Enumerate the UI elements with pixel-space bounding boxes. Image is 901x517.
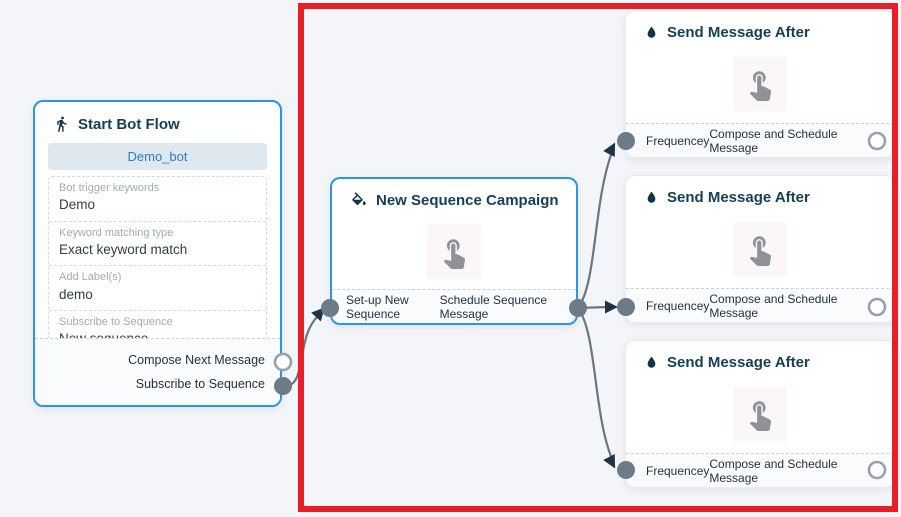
wire-sequence-to-message-3 [577, 307, 614, 460]
output-label-compose-and-schedule: Compose and Schedule Message [709, 456, 838, 485]
wire-start-to-sequence [282, 315, 319, 388]
arrowhead [603, 142, 616, 158]
node-header: Send Message After [626, 176, 894, 206]
output-label-schedule-sequence-message: Schedule Sequence Message [439, 292, 548, 321]
water-droplet-icon [647, 26, 656, 38]
tap-hand-icon [749, 401, 771, 431]
node-header: Start Bot Flow [35, 102, 280, 133]
arrowhead [605, 300, 618, 314]
node-header: New Sequence Campaign [332, 179, 576, 209]
output-label-subscribe-to-sequence: Subscribe to Sequence [135, 377, 265, 391]
node-title: Send Message After [667, 24, 810, 41]
arrowhead [603, 453, 616, 469]
message-node-footer: Frequencey Compose and Schedule Message [626, 453, 894, 487]
walking-person-icon [57, 116, 67, 132]
field-value: demo [59, 286, 93, 302]
tap-hand-icon[interactable] [733, 222, 787, 276]
field-label: Keyword matching type [59, 226, 174, 239]
tap-hand-icon [443, 239, 465, 269]
field-bot-trigger-keywords[interactable]: Bot trigger keywords Demo [49, 177, 266, 222]
start-node-footer: Compose Next Message Subscribe to Sequen… [35, 338, 280, 405]
field-label: Subscribe to Sequence [59, 315, 173, 328]
message-node-footer: Frequencey Compose and Schedule Message [626, 288, 894, 322]
field-keyword-matching-type[interactable]: Keyword matching type Exact keyword matc… [49, 222, 266, 267]
node-header: Send Message After [626, 11, 894, 41]
node-title: Send Message After [667, 189, 810, 206]
tap-hand-icon[interactable] [733, 387, 787, 441]
input-label-frequency: Frequencey [646, 133, 710, 148]
send-message-after-node[interactable]: Send Message After Frequencey Compose an… [625, 10, 895, 158]
input-label-frequency: Frequencey [646, 298, 710, 313]
start-node-fields: Bot trigger keywords Demo Keyword matchi… [48, 176, 267, 356]
send-message-after-node[interactable]: Send Message After Frequencey Compose an… [625, 175, 895, 323]
tap-hand-icon[interactable] [733, 57, 787, 111]
paint-bucket-icon [352, 192, 366, 205]
water-droplet-icon [647, 191, 656, 203]
output-label-compose-and-schedule: Compose and Schedule Message [709, 291, 838, 320]
sequence-node-footer: Set-up New Sequence Schedule Sequence Me… [332, 289, 576, 323]
field-add-labels[interactable]: Add Label(s) demo [49, 266, 266, 311]
node-title: Send Message After [667, 354, 810, 371]
node-title: New Sequence Campaign [376, 192, 559, 209]
wire-sequence-to-message-2 [577, 305, 609, 310]
water-droplet-icon [647, 356, 656, 368]
input-label-frequency: Frequencey [646, 463, 710, 478]
output-label-compose-next-message: Compose Next Message [128, 353, 265, 367]
wire-sequence-to-message-1 [577, 151, 614, 309]
start-bot-flow-node[interactable]: Start Bot Flow Demo_bot Bot trigger keyw… [33, 100, 282, 407]
message-node-footer: Frequencey Compose and Schedule Message [626, 123, 894, 157]
field-label: Bot trigger keywords [59, 182, 160, 194]
tap-hand-icon [749, 71, 771, 101]
arrowhead [311, 307, 325, 322]
field-value: Exact keyword match [59, 242, 188, 257]
send-message-after-node[interactable]: Send Message After Frequencey Compose an… [625, 340, 895, 488]
node-title: Start Bot Flow [78, 115, 180, 133]
node-header: Send Message After [626, 341, 894, 371]
tap-hand-icon [749, 236, 771, 266]
field-label: Add Label(s) [59, 271, 122, 284]
new-sequence-campaign-node[interactable]: New Sequence Campaign Set-up New Sequenc… [330, 177, 578, 325]
bot-name-button[interactable]: Demo_bot [48, 143, 267, 170]
field-value: Demo [59, 197, 96, 213]
tap-hand-icon[interactable] [427, 225, 481, 279]
input-label-setup-new-sequence: Set-up New Sequence [346, 292, 409, 321]
output-label-compose-and-schedule: Compose and Schedule Message [709, 126, 838, 155]
